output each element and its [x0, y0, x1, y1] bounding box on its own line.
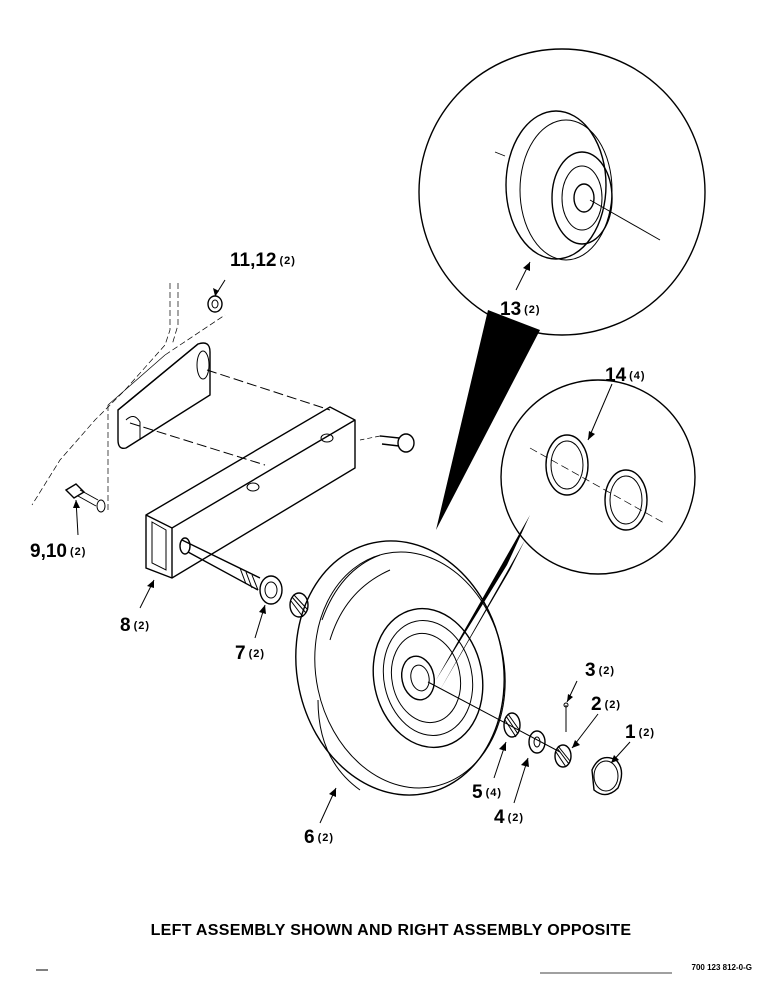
- mounting-bracket: [117, 342, 331, 466]
- nut: [207, 295, 223, 313]
- callout-9-10: 9,10(2): [30, 541, 86, 562]
- callout-13: 13(2): [500, 299, 541, 320]
- callout-11-12: 11,12(2): [230, 250, 296, 271]
- detail-circle-hub: [418, 48, 706, 530]
- callout-6: 6(2): [304, 827, 334, 848]
- pin-bolt: [359, 433, 415, 453]
- callout-3: 3(2): [585, 660, 615, 681]
- hub-hardware: [503, 702, 623, 796]
- detail-circle-cups: [436, 379, 696, 690]
- callout-7: 7(2): [235, 643, 265, 664]
- callout-5: 5(4): [472, 782, 502, 803]
- callout-8: 8(2): [120, 615, 150, 636]
- spindle-arm: [145, 406, 356, 591]
- callout-14: 14(4): [605, 365, 646, 386]
- frame-outline: [31, 283, 226, 512]
- tire-wheel: [295, 540, 561, 796]
- bolt-and-washer: [64, 483, 106, 513]
- callout-2: 2(2): [591, 694, 621, 715]
- callout-4: 4(2): [494, 807, 524, 828]
- figure-caption: LEFT ASSEMBLY SHOWN AND RIGHT ASSEMBLY O…: [151, 922, 632, 939]
- callout-1: 1(2): [625, 722, 655, 743]
- leader-lines: [73, 261, 631, 824]
- drawing-number: 700 123 812-0-G: [692, 963, 753, 972]
- seal-and-bearing: [259, 575, 309, 618]
